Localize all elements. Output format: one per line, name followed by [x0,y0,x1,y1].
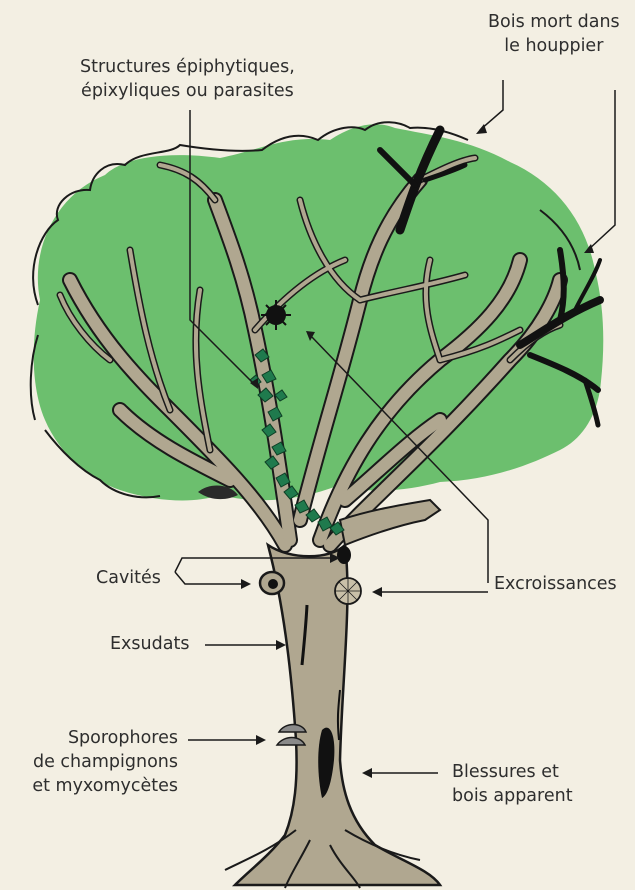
label-sporophores-line1: Sporophores [30,726,178,750]
label-dead-wood-line1: Bois mort dans [488,10,620,34]
label-outgrowths: Excroissances [494,572,617,596]
label-cavities: Cavités [96,566,161,590]
label-dead-wood: Bois mort dans le houppier [488,10,620,58]
label-epiphytic-line2: épixyliques ou parasites [80,79,295,103]
label-epiphytic-line1: Structures épiphytiques, [80,55,295,79]
cavity-rot-hole [268,579,278,589]
label-wounds-line2: bois apparent [452,784,573,808]
label-wounds-line1: Blessures et [452,760,573,784]
cavity-hole [337,546,351,564]
label-exudates: Exsudats [110,632,189,656]
label-sporophores-line2: de champignons [30,750,178,774]
broken-branch [340,500,440,545]
label-sporophores-line3: et myxomycètes [30,774,178,798]
label-sporophores: Sporophores de champignons et myxomycète… [30,726,178,798]
label-dead-wood-line2: le houppier [488,34,620,58]
label-epiphytic: Structures épiphytiques, épixyliques ou … [80,55,295,103]
label-wounds: Blessures et bois apparent [452,760,573,808]
